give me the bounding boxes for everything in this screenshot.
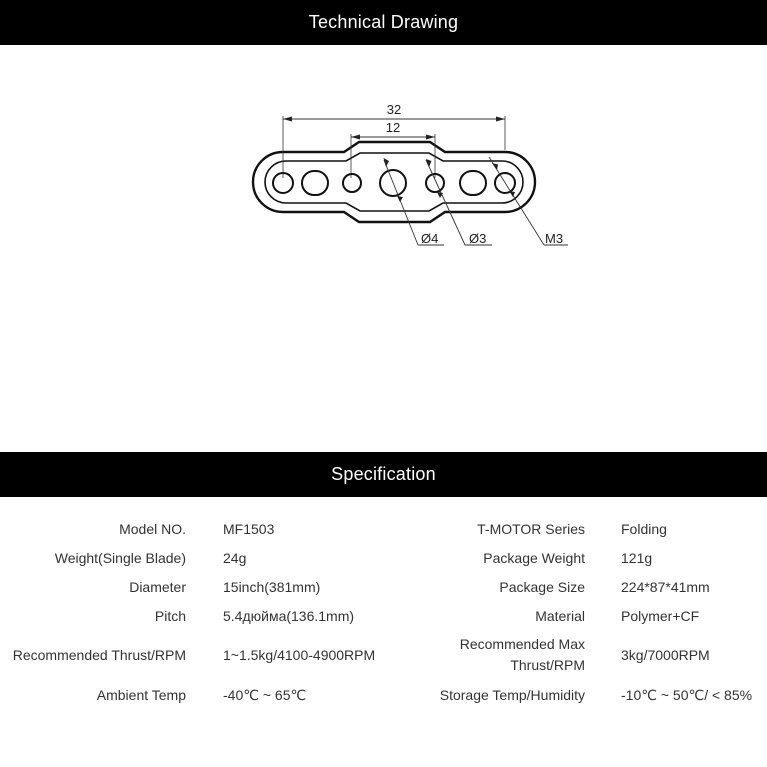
leader-large-arrow-top	[383, 158, 389, 167]
spec-value: 121g	[621, 550, 653, 566]
mount-plate-drawing: 32 12 Ø4 Ø3 M3	[251, 102, 568, 246]
leader-thread	[488, 156, 545, 246]
spec-value: Polymer+CF	[621, 608, 700, 624]
leader-small-hole	[425, 159, 466, 246]
spec-value: 1~1.5kg/4100-4900RPM	[223, 647, 376, 663]
spec-value: 5.4дюйма(136.1mm)	[223, 608, 355, 624]
technical-drawing: 32 12 Ø4 Ø3 M3	[0, 45, 767, 452]
spec-label: Material	[535, 608, 585, 624]
spec-label: Ambient Temp	[96, 687, 186, 703]
dim-total-label: 32	[387, 102, 401, 117]
leader-small-arrow-bottom	[437, 192, 443, 198]
plate-outline	[251, 140, 537, 224]
arrow-left-32	[283, 116, 292, 122]
technical-drawing-title: Technical Drawing	[308, 12, 459, 32]
slot-right	[459, 170, 487, 196]
hole-large-center	[379, 169, 407, 197]
spec-label: Package Size	[499, 579, 585, 595]
hole-small-label: Ø3	[469, 231, 486, 246]
hole-small-left	[342, 173, 362, 193]
specification-title: Specification	[331, 464, 436, 484]
technical-drawing-header: Technical Drawing	[0, 0, 767, 45]
hole-m3-left	[272, 172, 294, 194]
leader-thread-arrow-top	[492, 163, 498, 170]
spec-value: -10℃ ~ 50℃/ < 85%	[621, 687, 753, 703]
leader-thread-arrow-bottom	[509, 191, 515, 197]
arrow-left-12	[351, 134, 360, 140]
spec-value: 24g	[223, 550, 247, 566]
plate-inner-outline	[264, 152, 524, 212]
spec-value: MF1503	[223, 521, 275, 537]
spec-label: Weight(Single Blade)	[54, 550, 186, 566]
arrow-right-12	[426, 134, 435, 140]
slot-left	[301, 170, 329, 196]
spec-label: Recommended Thrust/RPM	[12, 647, 186, 663]
spec-value: Folding	[621, 521, 667, 537]
hole-m3-right	[494, 172, 516, 194]
thread-label: M3	[545, 231, 563, 246]
spec-label: Model NO.	[119, 521, 186, 537]
hole-small-right	[425, 173, 445, 193]
leader-small-arrow-top	[426, 159, 432, 167]
spec-label: Pitch	[154, 608, 186, 624]
spec-label: Recommended Max Thrust/RPM	[459, 636, 585, 673]
spec-value: 15inch(381mm)	[223, 579, 321, 595]
spec-label: Storage Temp/Humidity	[439, 687, 585, 703]
arrow-right-32	[496, 116, 505, 122]
spec-label: Package Weight	[483, 550, 585, 566]
leader-large-hole	[383, 159, 419, 246]
spec-value: -40℃ ~ 65℃	[223, 687, 307, 703]
spec-value: 224*87*41mm	[621, 579, 710, 595]
dim-center-label: 12	[386, 120, 400, 135]
spec-label: T-MOTOR Series	[477, 521, 585, 537]
spec-value: 3kg/7000RPM	[621, 647, 710, 663]
spec-label: Diameter	[129, 579, 186, 595]
hole-large-label: Ø4	[421, 231, 438, 246]
specification-header: Specification	[0, 452, 767, 497]
leader-large-arrow-bottom	[397, 196, 403, 202]
